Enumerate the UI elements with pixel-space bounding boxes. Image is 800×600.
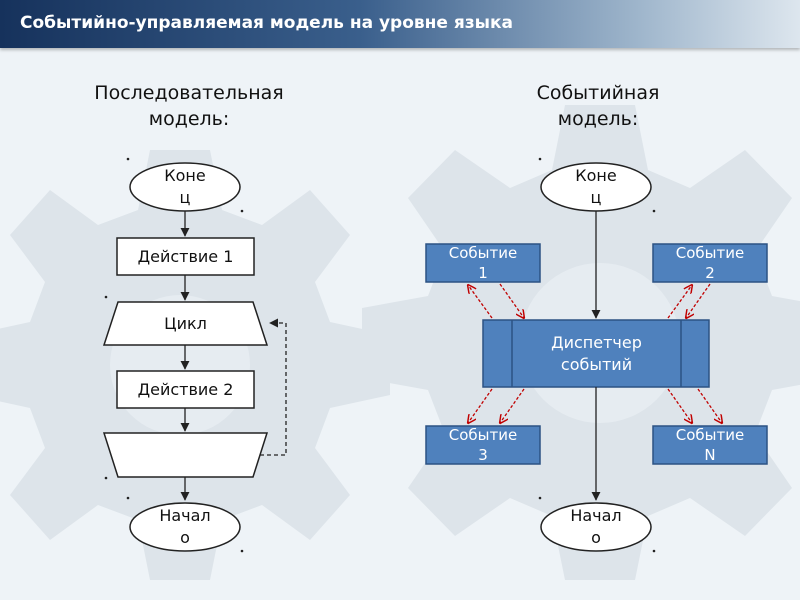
- header-bar: Событийно-управляемая модель на уровне я…: [0, 0, 800, 48]
- left-start-label: Начал о: [159, 506, 211, 547]
- right-end-label: Коне ц: [575, 166, 617, 207]
- left-action2-box: [116, 370, 255, 409]
- event2-label: Событие 2: [675, 244, 745, 282]
- right-start-label: Начал о: [570, 506, 622, 547]
- eventN-label: Событие N: [675, 426, 745, 464]
- event2-box: [652, 243, 768, 283]
- left-loop-shape: [102, 301, 269, 346]
- left-loop-end-shape: [102, 432, 269, 478]
- event1-label: Событие 1: [448, 244, 518, 282]
- left-action1-label: Действие 1: [137, 246, 234, 266]
- dispatcher-label: Диспетчер событий: [551, 332, 642, 374]
- event-model-title: Событийная модель:: [536, 82, 660, 130]
- event1-box: [425, 243, 541, 283]
- corner-dots: [104, 157, 656, 553]
- left-loop-label: Цикл: [164, 313, 207, 333]
- right-start-ellipse: [540, 502, 652, 552]
- slide-title: Событийно-управляемая модель на уровне я…: [20, 13, 514, 33]
- sequential-model-title: Последовательная модель:: [94, 82, 284, 130]
- eventN-box: [652, 425, 768, 465]
- left-end-label: Коне ц: [164, 166, 206, 207]
- left-action2-label: Действие 2: [137, 379, 234, 399]
- event-dispatch-arrows: [468, 284, 722, 423]
- dispatcher-box: [482, 319, 710, 388]
- left-loop-back-arrow: [260, 318, 287, 456]
- event3-box: [425, 425, 541, 465]
- left-start-ellipse: [129, 502, 241, 552]
- event3-label: Событие 3: [448, 426, 518, 464]
- left-action1-box: [116, 237, 255, 276]
